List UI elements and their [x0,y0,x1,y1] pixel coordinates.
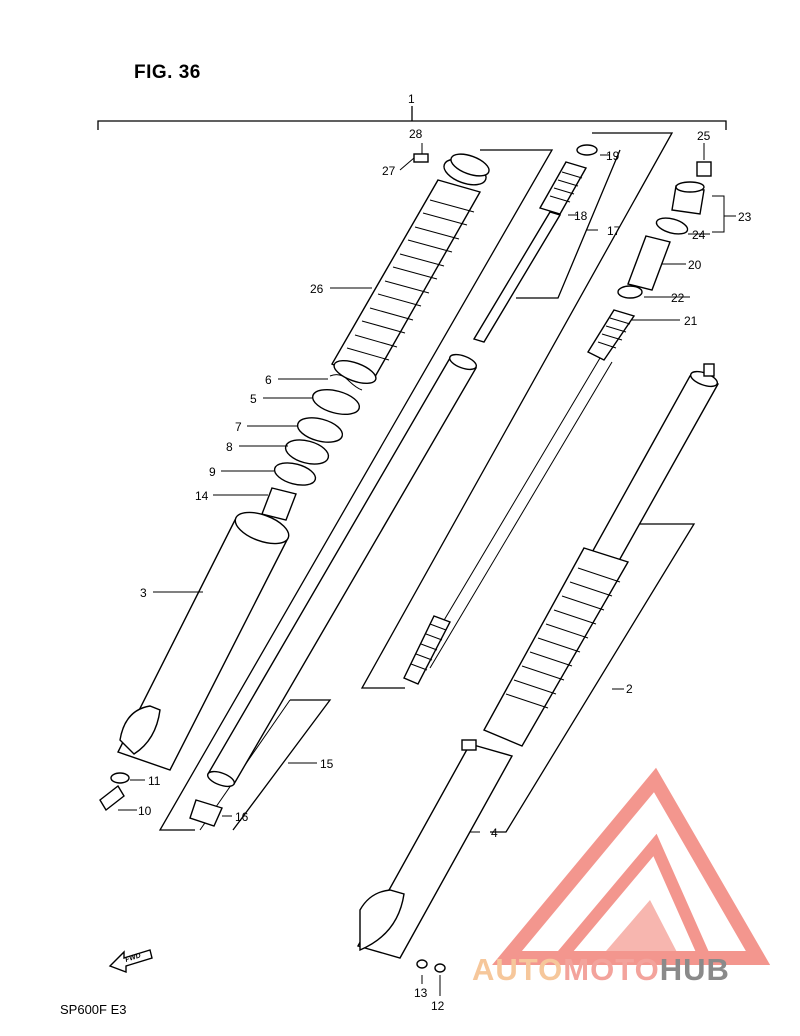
callout-27: 27 [382,164,396,178]
callout-28: 28 [409,127,423,141]
callout-24: 24 [692,228,706,242]
callout-22: 22 [671,291,685,305]
leader-lines [118,143,736,996]
callout-16: 16 [235,810,249,824]
callout-21: 21 [684,314,698,328]
fwd-arrow-icon: FWD [108,949,153,974]
svg-text:FWD: FWD [124,952,141,964]
callout-6: 6 [265,373,272,387]
callout-2: 2 [626,682,633,696]
callout-13: 13 [414,986,428,1000]
fork-assembly-2 [356,363,720,973]
callout-20: 20 [688,258,702,272]
bolt-10 [99,772,130,812]
inner-tube-16 [189,353,478,827]
callout-5: 5 [250,392,257,406]
outline-17 [360,132,674,689]
callout-25: 25 [697,129,711,143]
callout-9: 9 [209,465,216,479]
dust-boot-26 [331,158,487,385]
callout-12: 12 [431,999,445,1013]
figure-title: FIG. 36 [134,62,201,83]
cap-assembly-23 [587,161,712,361]
callout-11: 11 [148,774,161,788]
callout-26: 26 [310,282,324,296]
callout-4: 4 [491,826,498,840]
callout-17: 17 [607,224,621,238]
callout-8: 8 [226,440,233,454]
outline-2 [490,523,696,833]
callout-labels: 1 2 3 4 5 6 7 8 9 10 11 12 13 14 15 16 1… [138,92,752,1013]
fork-spring [403,357,613,685]
callout-23: 23 [738,210,752,224]
callout-19: 19 [606,149,620,163]
callout-18: 18 [574,209,588,223]
callout-10: 10 [138,804,152,818]
seal-rings [261,374,363,521]
watermark-text: AUTOMOTOHUB [472,952,730,987]
callout-15: 15 [320,757,334,771]
damper-rod-17 [472,144,598,343]
callout-1: 1 [408,92,415,106]
watermark-logo-icon [492,767,771,965]
callout-7: 7 [235,420,242,434]
callout-3: 3 [140,586,147,600]
bracket-1 [97,106,727,130]
callout-14: 14 [195,489,209,503]
model-code: SP600F E3 [60,1002,127,1017]
outer-tube-3 [117,511,290,771]
